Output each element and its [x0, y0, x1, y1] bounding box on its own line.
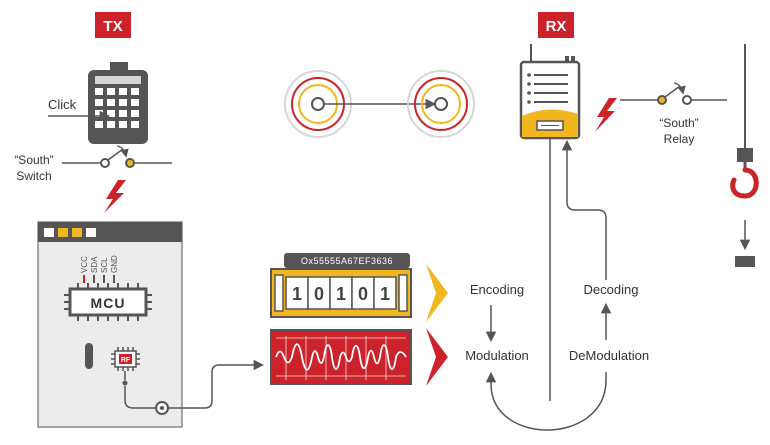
mcu-chip: MCU	[64, 283, 152, 321]
switch-label-line1: “South”	[14, 153, 53, 167]
decoding-label: Decoding	[584, 282, 639, 297]
click-label: Click	[48, 97, 77, 112]
relay-label-line1: “South”	[659, 116, 698, 130]
hook-icon	[730, 44, 759, 267]
rx-antenna-icon	[407, 70, 475, 138]
receiver-module-icon[interactable]	[519, 44, 581, 140]
encoding-box: Ox55555A67EF3636 1 0 1 0 1	[270, 253, 412, 318]
encoding-label: Encoding	[470, 282, 524, 297]
antenna-cable	[155, 359, 265, 415]
rx-lightning-icon	[595, 98, 617, 132]
loop-arrow	[485, 371, 607, 431]
pin-scl: SCL	[100, 257, 109, 273]
tx-label: TX	[103, 18, 122, 35]
mcu-pins: VCC SDA SCL GND	[80, 255, 119, 283]
rf-module: RF	[85, 343, 156, 409]
bit-4: 1	[380, 284, 390, 304]
pin-gnd: GND	[110, 255, 119, 273]
relay-icon[interactable]	[620, 82, 727, 105]
mcu-board	[37, 221, 183, 428]
tx-badge: TX	[95, 12, 131, 38]
rf-label: RF	[121, 357, 131, 364]
bit-0: 1	[292, 284, 302, 304]
demodulation-label: DeModulation	[569, 348, 649, 363]
remote-keypad-icon[interactable]	[88, 62, 148, 144]
relay-label-line2: Relay	[664, 132, 695, 146]
bit-1: 0	[314, 284, 324, 304]
bit-2: 1	[336, 284, 346, 304]
bit-3: 0	[358, 284, 368, 304]
pin-sda: SDA	[90, 256, 99, 273]
rx-badge: RX	[538, 12, 574, 38]
switch-label-line2: Switch	[16, 169, 51, 183]
modulation-box	[270, 329, 412, 385]
modulation-chevron	[426, 328, 448, 386]
switch-icon[interactable]	[62, 145, 172, 168]
decode-to-rx-line	[561, 139, 607, 280]
tx-lightning-icon	[104, 180, 126, 213]
pin-vcc: VCC	[80, 256, 89, 273]
rx-label: RX	[546, 18, 567, 35]
hex-code: Ox55555A67EF3636	[301, 256, 393, 266]
mcu-label: MCU	[91, 295, 126, 311]
encoding-chevron	[426, 264, 448, 322]
modulation-label: Modulation	[465, 348, 529, 363]
tx-antenna-icon	[284, 70, 352, 138]
